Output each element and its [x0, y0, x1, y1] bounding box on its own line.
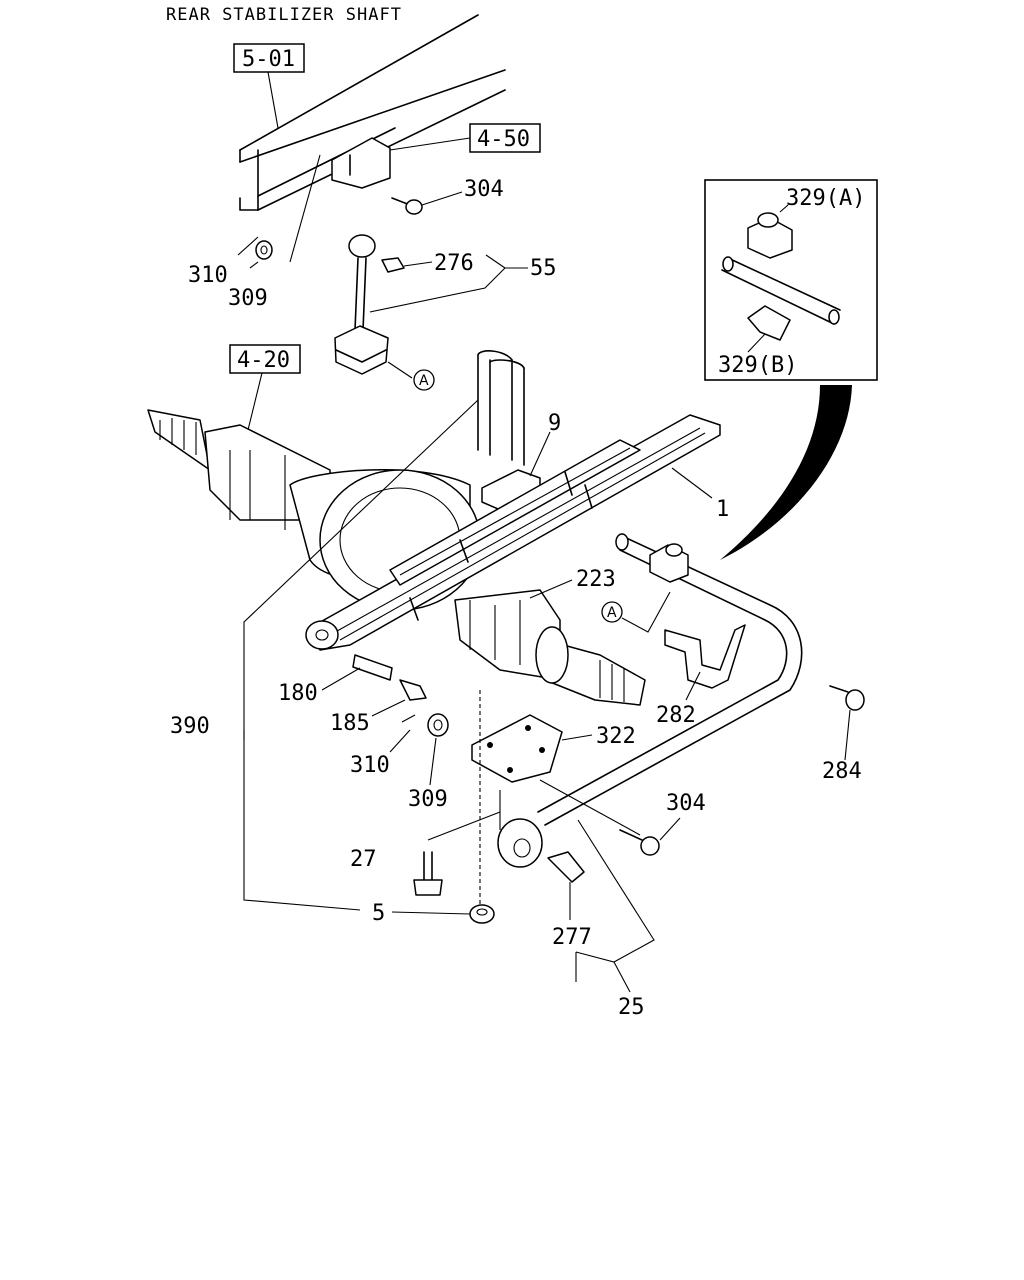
label-27: 27: [350, 847, 377, 872]
stabilizer-link: [334, 234, 389, 375]
label-277: 277: [552, 925, 592, 950]
diagram-title: REAR STABILIZER SHAFT: [166, 5, 402, 25]
callout-a-bottom: A: [601, 601, 623, 623]
label-309-top: 309: [228, 286, 268, 311]
axle-housing: [147, 409, 646, 706]
label-309-bottom: 309: [408, 787, 448, 812]
label-185: 185: [330, 711, 370, 736]
nut-309-top: [255, 240, 273, 260]
label-180: 180: [278, 681, 318, 706]
callout-a-top-label: A: [419, 373, 429, 389]
bushing-277: [547, 851, 585, 883]
bolt-304-bottom: [619, 829, 660, 856]
ref-box-axle[interactable]: 4-20: [229, 344, 301, 374]
label-282: 282: [656, 703, 696, 728]
label-390: 390: [170, 714, 210, 739]
nut-5: [469, 904, 495, 924]
label-55: 55: [530, 256, 557, 281]
inset-label-a: 329(A): [786, 186, 865, 211]
label-276: 276: [434, 251, 474, 276]
ref-box-axle-label: 4-20: [237, 348, 290, 373]
label-310-bottom: 310: [350, 753, 390, 778]
bar-bushing: [649, 543, 689, 583]
label-1: 1: [716, 497, 729, 522]
inset-label-b: 329(B): [718, 353, 797, 378]
plate-322: [471, 714, 563, 783]
label-304-top: 304: [464, 177, 504, 202]
stabilizer-bar: [497, 533, 803, 868]
detail-pointer: [720, 385, 852, 560]
label-25: 25: [618, 995, 645, 1020]
bushing-276: [381, 257, 405, 273]
ref-box-bracket-label: 4-50: [477, 127, 530, 152]
ref-box-bracket[interactable]: 4-50: [469, 123, 541, 153]
callout-a-top: A: [413, 369, 435, 391]
pin-180: [352, 654, 393, 681]
label-304-bottom: 304: [666, 791, 706, 816]
detail-inset: 329(A) 329(B): [704, 179, 878, 381]
label-322: 322: [596, 724, 636, 749]
label-5: 5: [372, 901, 385, 926]
ref-box-frame-label: 5-01: [242, 47, 295, 72]
label-223: 223: [576, 567, 616, 592]
callout-a-bottom-label: A: [607, 605, 617, 621]
bracket-282: [664, 624, 746, 689]
label-284: 284: [822, 759, 862, 784]
bolt-284: [829, 685, 865, 711]
stabilizer-bracket: [331, 137, 391, 189]
label-9: 9: [548, 411, 561, 436]
nut-309-bottom: [427, 713, 449, 737]
leaf-spring: [305, 414, 721, 651]
ref-box-frame[interactable]: 5-01: [233, 43, 305, 73]
bolt-304-top: [391, 197, 423, 215]
bolt-27: [413, 851, 443, 896]
label-310-top: 310: [188, 263, 228, 288]
bolt-185: [399, 679, 427, 701]
u-bolt: [477, 350, 525, 466]
